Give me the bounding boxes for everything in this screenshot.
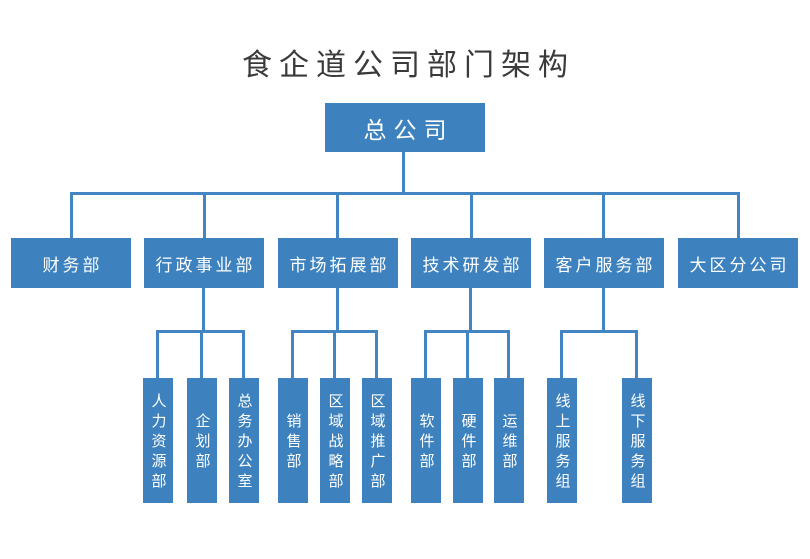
node-tech: 技术研发部 — [411, 238, 531, 288]
connector-drop-market — [336, 192, 339, 238]
connector-drop-offline-service — [635, 330, 638, 378]
node-regional-branch: 大区分公司 — [678, 238, 798, 288]
node-hr: 人力资源部 — [143, 378, 173, 503]
connector-drop-planning — [200, 330, 203, 378]
connector-drop-hr — [156, 330, 159, 378]
node-label: 线下服务组 — [628, 393, 646, 493]
node-planning: 企划部 — [187, 378, 217, 503]
node-finance: 财务部 — [11, 238, 131, 288]
connector-admin-stem — [202, 288, 205, 332]
node-label: 软件部 — [417, 413, 435, 473]
node-label: 客户服务部 — [555, 255, 656, 275]
node-sales: 销售部 — [278, 378, 308, 503]
connector-root-stem — [402, 152, 405, 193]
node-general-affairs: 总务办公室 — [229, 378, 259, 503]
connector-drop-regional-strategy — [333, 330, 336, 378]
node-operations: 运维部 — [494, 378, 524, 503]
node-label: 技术研发部 — [422, 255, 523, 275]
node-label: 运维部 — [500, 413, 518, 473]
connector-drop-regional-promotion — [375, 330, 378, 378]
node-software: 软件部 — [411, 378, 441, 503]
connector-drop-software — [424, 330, 427, 378]
node-label: 企划部 — [193, 413, 211, 473]
connector-drop-operations — [507, 330, 510, 378]
node-label: 销售部 — [284, 413, 302, 473]
connector-drop-admin — [203, 192, 206, 238]
connector-customer-service-stem — [602, 288, 605, 332]
connector-drop-tech — [470, 192, 473, 238]
connector-customer-service-bar — [560, 330, 638, 333]
node-label: 总务办公室 — [235, 393, 253, 493]
node-label: 大区分公司 — [689, 255, 790, 275]
node-customer-service: 客户服务部 — [544, 238, 664, 288]
connector-drop-regional-branch — [737, 192, 740, 238]
node-online-service: 线上服务组 — [547, 378, 577, 503]
connector-drop-finance — [70, 192, 73, 238]
node-label: 市场拓展部 — [289, 255, 390, 275]
node-head-office: 总公司 — [325, 103, 485, 152]
chart-title: 食企道公司部门架构 — [242, 49, 575, 82]
node-label: 行政事业部 — [155, 255, 256, 275]
connector-market-stem — [336, 288, 339, 332]
node-market: 市场拓展部 — [278, 238, 398, 288]
node-admin: 行政事业部 — [144, 238, 264, 288]
node-hardware: 硬件部 — [453, 378, 483, 503]
node-label: 硬件部 — [459, 413, 477, 473]
connector-drop-hardware — [466, 330, 469, 378]
node-regional-promotion: 区域推广部 — [362, 378, 392, 503]
node-label: 财务部 — [42, 255, 103, 275]
node-label: 人力资源部 — [149, 393, 167, 493]
connector-drop-online-service — [560, 330, 563, 378]
connector-drop-general-affairs — [242, 330, 245, 378]
node-label: 区域战略部 — [326, 393, 344, 493]
node-offline-service: 线下服务组 — [622, 378, 652, 503]
node-label: 总公司 — [363, 116, 454, 143]
connector-drop-customer-service — [602, 192, 605, 238]
node-label: 区域推广部 — [368, 393, 386, 493]
connector-main-bar — [70, 192, 740, 195]
connector-tech-stem — [469, 288, 472, 332]
node-regional-strategy: 区域战略部 — [320, 378, 350, 503]
connector-drop-sales — [291, 330, 294, 378]
node-label: 线上服务组 — [553, 393, 571, 493]
